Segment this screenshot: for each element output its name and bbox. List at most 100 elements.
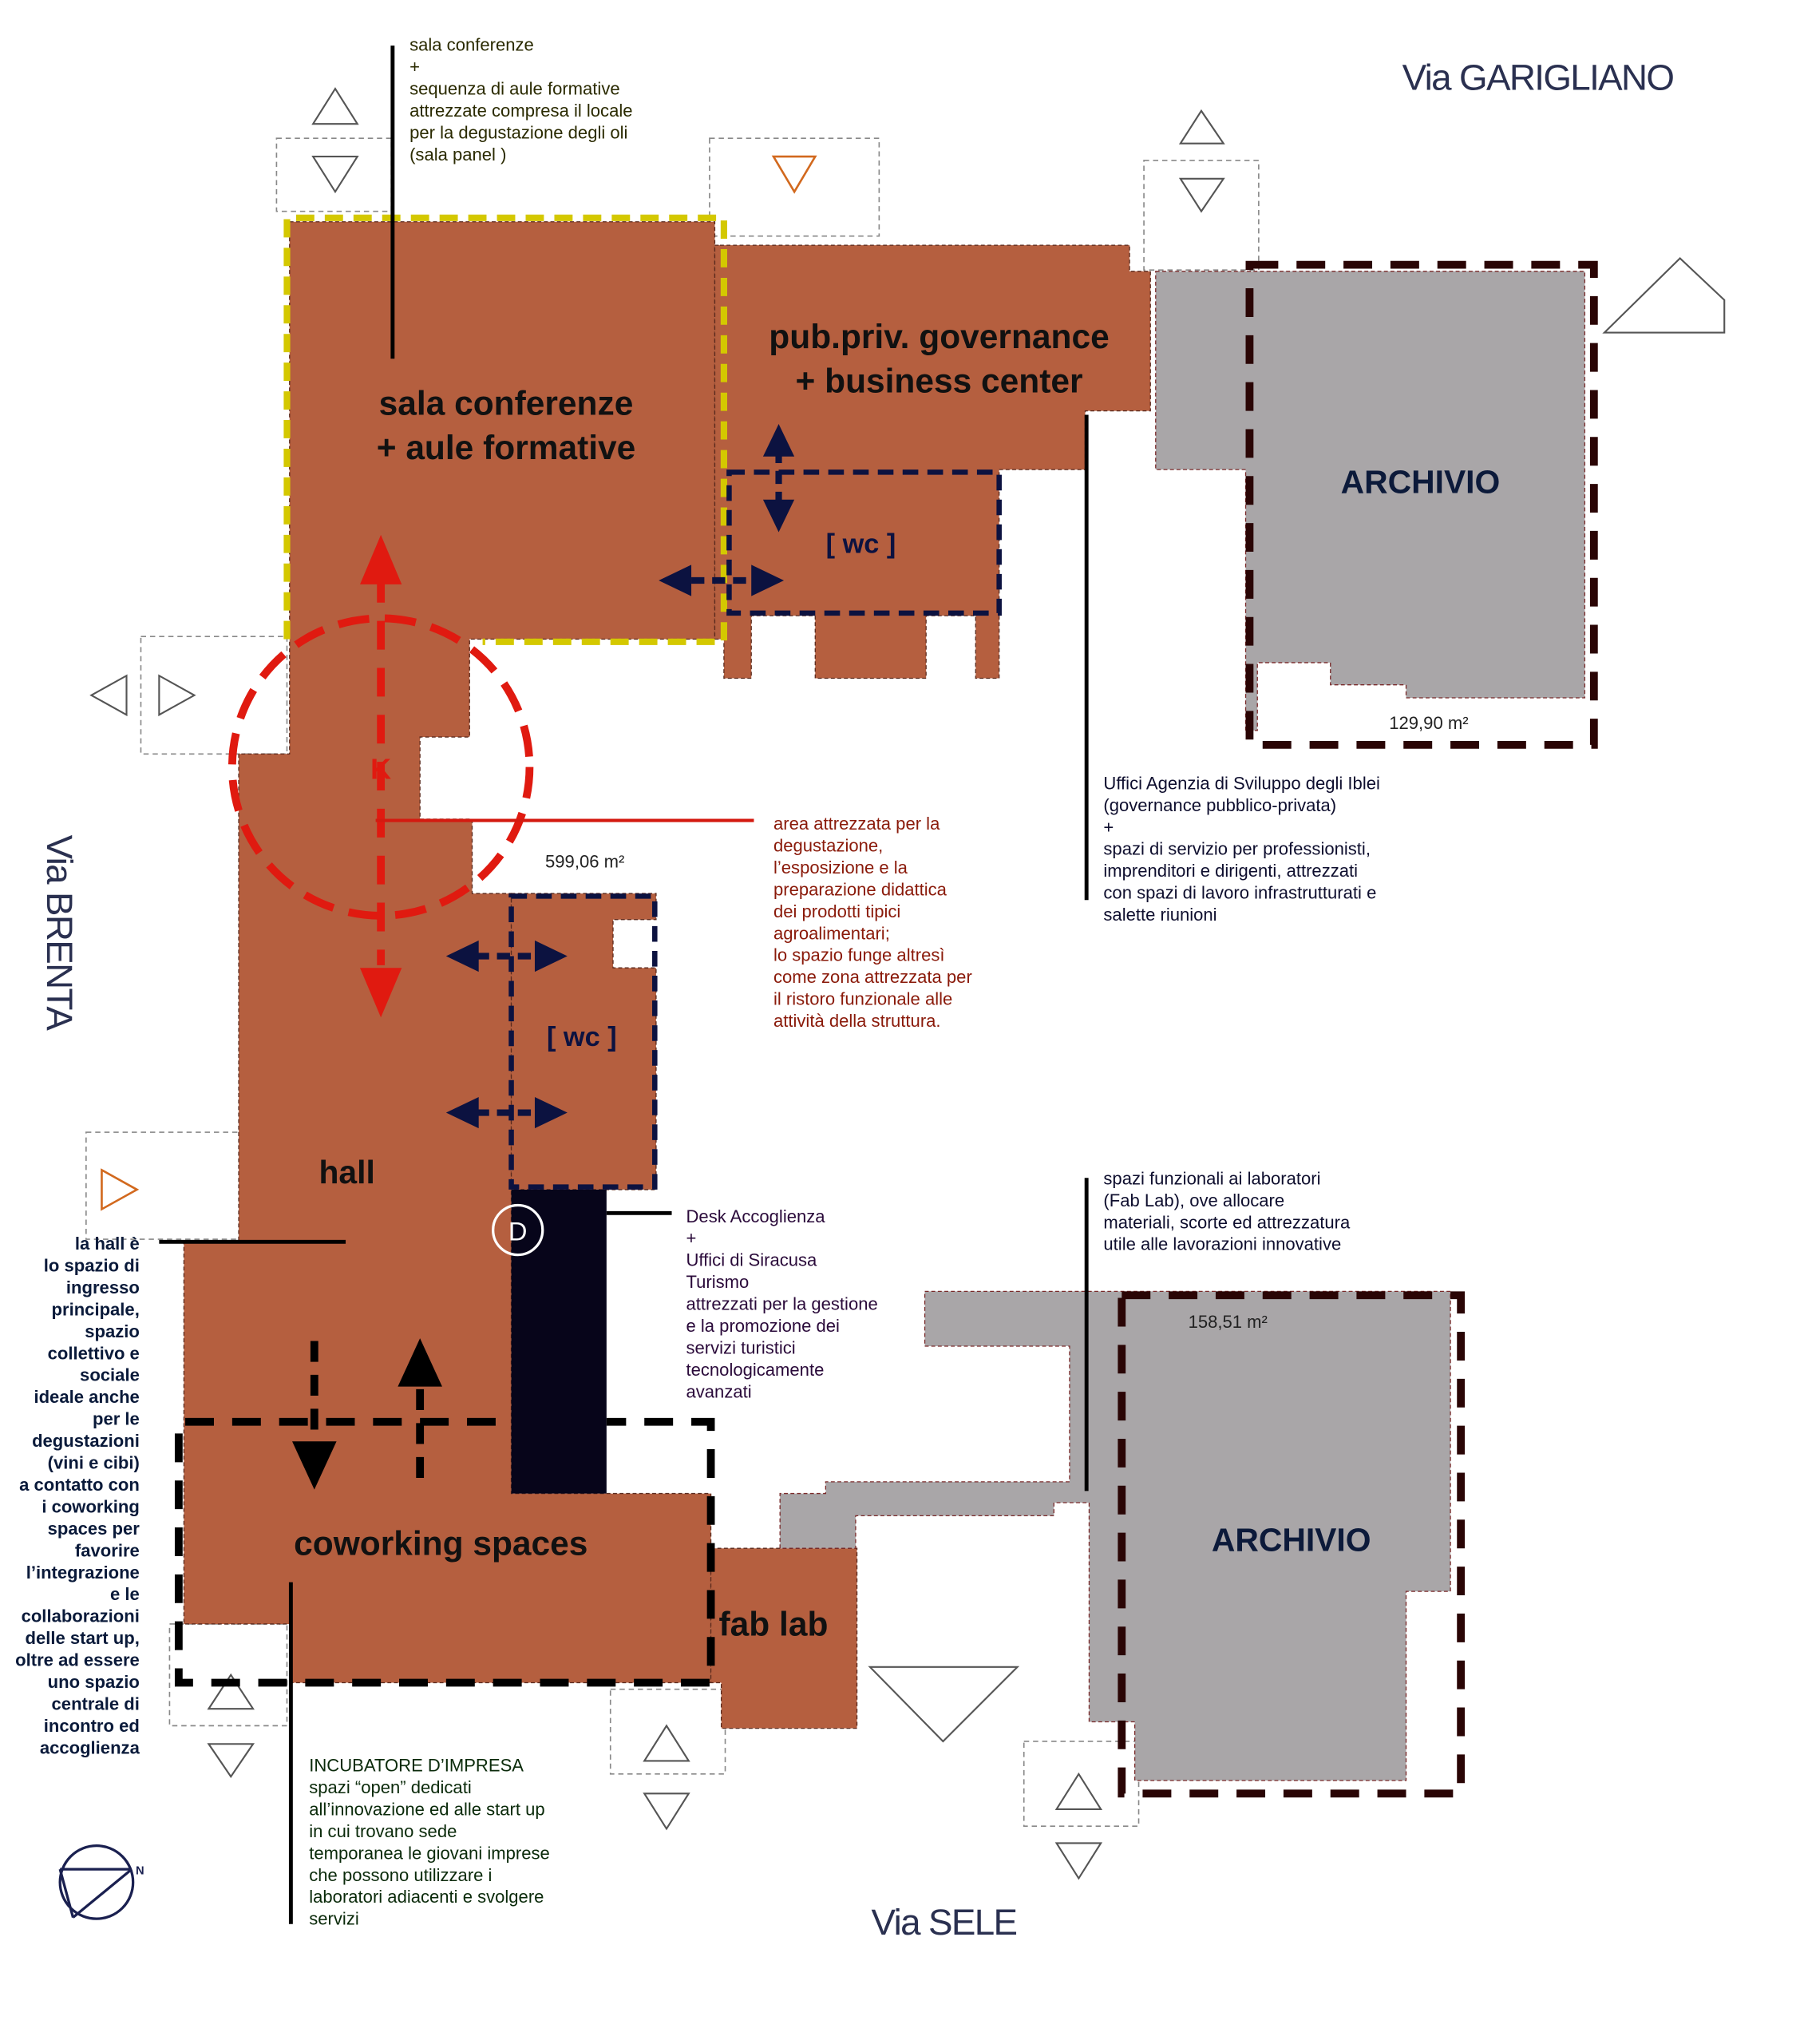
note-line: spaces per [48, 1519, 140, 1539]
desk-marker-circle [492, 1203, 544, 1257]
arrow-left-icon [445, 940, 479, 972]
note-kitchen: area attrezzata per ladegustazione,l’esp… [773, 814, 972, 1031]
area-archivio-bottom: 158,51 m² [1189, 1312, 1268, 1332]
note-line: dei prodotti tipici [773, 901, 900, 921]
note-line: area attrezzata per la [773, 814, 940, 834]
label-archivio-top: ARCHIVIO [1341, 464, 1501, 501]
compass-icon: N [58, 1844, 144, 1920]
note-line: l’esposizione e la [773, 858, 908, 877]
arrow-down-icon [207, 1743, 255, 1778]
arrow-down-icon [771, 155, 817, 194]
room-labels: sala conferenze + aule formative pub.pri… [294, 319, 1500, 1643]
note-line: i coworking [42, 1496, 140, 1516]
note-line: imprenditori e dirigenti, attrezzati [1103, 861, 1358, 881]
arrow-right-icon [751, 564, 785, 596]
note-desk: Desk Accoglienza+Uffici di SiracusaTuris… [686, 1206, 878, 1402]
note-line: (Fab Lab), ove allocare [1103, 1190, 1284, 1210]
note-line: sociale [80, 1365, 140, 1385]
note-line: favorire [75, 1540, 140, 1560]
note-line: oltre ad essere [15, 1650, 140, 1670]
arrow-right-icon [101, 1168, 140, 1211]
kitchen-marker: K [370, 752, 391, 785]
note-line: l’integrazione [26, 1563, 140, 1583]
note-line: + [1103, 817, 1114, 837]
outline-archivio-bottom [1118, 1291, 1466, 1798]
note-line: preparazione didattica [773, 879, 947, 899]
arrow-left-icon [659, 564, 692, 596]
annotations: sala conferenze+sequenza di aule formati… [15, 35, 1380, 1929]
arrow-right-icon [534, 1096, 568, 1129]
note-line: (governance pubblico-privata) [1103, 795, 1336, 815]
street-labels: Via GARIGLIANO Via BRENTA Via SELE [39, 57, 1675, 1943]
note-line: Desk Accoglienza [686, 1206, 826, 1226]
arrow-up-icon [762, 423, 795, 457]
note-line: salette riunioni [1103, 905, 1216, 925]
entry-box-bottom-center [609, 1688, 726, 1775]
arrow-up-icon [311, 87, 359, 125]
entry-box-top-center [709, 137, 880, 237]
note-line: avanzati [686, 1381, 752, 1401]
note-line: a contatto con [19, 1475, 140, 1495]
arrow-up-icon [207, 1673, 255, 1710]
note-line: accoglienza [40, 1737, 140, 1757]
leader-lines [159, 46, 1089, 1924]
note-line: spazio [85, 1321, 140, 1341]
archivio-top [1155, 271, 1586, 731]
note-line: centrale di [52, 1693, 140, 1713]
note-line: lo spazio di [44, 1256, 140, 1276]
label-governance-1: pub.priv. governance [769, 319, 1109, 356]
note-line: materiali, scorte ed attrezzatura [1103, 1212, 1351, 1232]
compass-north-label: N [136, 1865, 144, 1878]
desk-accoglienza [511, 1189, 607, 1494]
note-line: come zona attrezzata per [773, 967, 972, 987]
label-hall: hall [318, 1154, 374, 1190]
note-line: e le [110, 1584, 140, 1604]
note-line: servizi [309, 1909, 358, 1929]
arrow-down-icon [1054, 1842, 1103, 1880]
note-line: spazi “open” dedicati [309, 1777, 471, 1797]
outline-kitchen-circle [227, 614, 534, 920]
arrow-left-icon [445, 1096, 479, 1129]
arrow-left-icon [89, 674, 128, 717]
note-line: principale, [52, 1299, 140, 1319]
note-line: il ristoro funzionale alle [773, 989, 952, 1009]
arrow-up-icon [643, 1724, 690, 1762]
note-line: sequenza di aule formative [409, 79, 620, 99]
note-line: Uffici Agenzia di Sviluppo degli Iblei [1103, 773, 1379, 793]
note-line: + [686, 1228, 697, 1248]
entry-markers [85, 87, 1726, 1880]
note-line: + [409, 57, 420, 77]
note-line: la hall è [75, 1234, 140, 1254]
zone-outlines [174, 214, 1598, 1798]
area-main: 599,06 m² [545, 851, 624, 871]
note-line: collettivo e [48, 1343, 140, 1363]
note-line: utile alle lavorazioni innovative [1103, 1234, 1341, 1254]
desk-marker: D [508, 1217, 528, 1246]
outline-sala-conferenze [283, 214, 727, 645]
label-fab-lab: fab lab [719, 1606, 829, 1644]
street-north: Via GARIGLIANO [1402, 57, 1674, 98]
note-line: Turismo [686, 1272, 750, 1292]
note-line: (sala panel ) [409, 145, 506, 164]
note-line: INCUBATORE D’IMPRESA [309, 1756, 524, 1776]
outline-archivio-top [1245, 260, 1598, 749]
entry-box-west [140, 636, 288, 755]
note-line: sala conferenze [409, 35, 534, 55]
note-line: delle start up, [25, 1628, 139, 1648]
note-line: attrezzati per la gestione [686, 1294, 878, 1314]
archives [779, 271, 1586, 1781]
note-line: per la degustazione degli oli [409, 123, 627, 143]
room-fab-lab [710, 1547, 858, 1729]
arrow-down-icon [762, 499, 795, 533]
note-line: tecnologicamente [686, 1360, 825, 1380]
arrow-down-icon [360, 968, 402, 1018]
note-line: che possono utilizzare i [309, 1865, 492, 1885]
note-line: collaborazioni [22, 1606, 140, 1626]
note-fab-lab-storage: spazi funzionali ai laboratori(Fab Lab),… [1103, 1168, 1351, 1254]
note-hall: la hall èlo spazio diingressoprincipale,… [15, 1234, 140, 1757]
arrow-down-icon [292, 1441, 337, 1490]
arrow-down-icon [1178, 177, 1225, 213]
note-line: degustazioni [32, 1431, 140, 1451]
